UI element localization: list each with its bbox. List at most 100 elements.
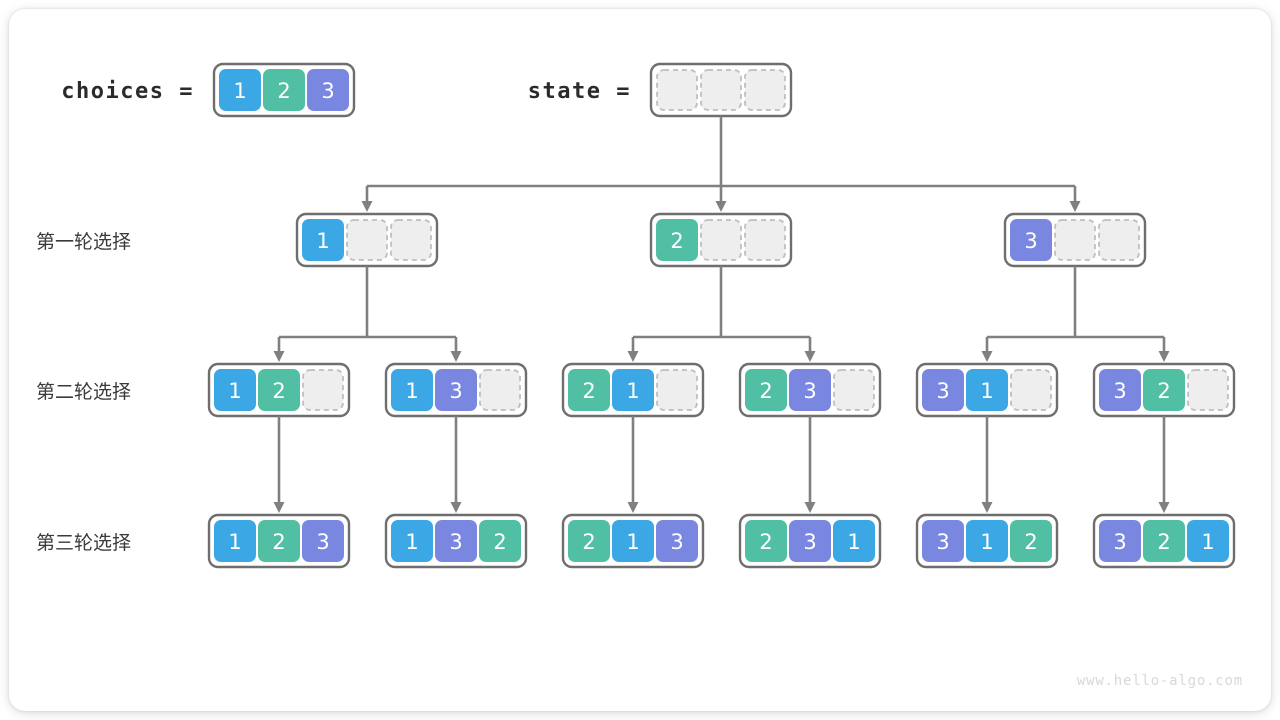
- state-array-cell-1-empty: [700, 69, 742, 111]
- level-1-node-3-cell-2-empty: [1098, 219, 1140, 261]
- row-label-1: 第一轮选择: [36, 231, 131, 253]
- level-3-node-2-cell-1-value: 3: [449, 530, 462, 554]
- level-3-node-2-cell-0-value: 1: [405, 530, 418, 554]
- level-2-node-2-cell-1-value: 3: [449, 379, 462, 403]
- level-2-node-4-cell-2-empty: [833, 369, 875, 411]
- choices-array-cell-0-value: 1: [233, 79, 246, 103]
- choices-array-cell-2-filled: [307, 69, 349, 111]
- level-2-node-6-cell-2-empty: [1187, 369, 1229, 411]
- level-1-node-1-cell-0-value: 1: [316, 229, 329, 253]
- level-3-node-6-cell-0-filled: [1099, 520, 1141, 562]
- level-3-node-3-cell-0-filled: [568, 520, 610, 562]
- level-2-node-4-cell-0-value: 2: [759, 379, 772, 403]
- level-3-node-2-cell-0-filled: [391, 520, 433, 562]
- level-1-node-2-cell-0-value: 2: [670, 229, 683, 253]
- level-3-node-1-cell-0-value: 1: [228, 530, 241, 554]
- level-3-node-4-cell-2-filled: [833, 520, 875, 562]
- level-3-node-6-cell-1-value: 2: [1157, 530, 1170, 554]
- level-2-node-3-cell-0-filled: [568, 369, 610, 411]
- level-2-node-3-cell-0-value: 2: [582, 379, 595, 403]
- level-1-node-2: 2: [649, 212, 793, 268]
- choices-array-cell-0-filled: [219, 69, 261, 111]
- level-3-node-3: 2 1 3: [561, 513, 705, 569]
- edge-l1-1-to-l2-2-head: [450, 351, 462, 362]
- level-3-node-6-cell-2-filled: [1187, 520, 1229, 562]
- level-2-node-2-cell-0-value: 1: [405, 379, 418, 403]
- edge-l1-2-to-l2-2-head: [804, 351, 816, 362]
- level-3-node-3-cell-1-filled: [612, 520, 654, 562]
- edge-l2-3-to-l3-head: [627, 502, 639, 513]
- level-3-node-6-cell-0-value: 3: [1113, 530, 1126, 554]
- state-array: [649, 62, 793, 118]
- level-1-node-3-cell-0-filled: [1010, 219, 1052, 261]
- edge-l2-2-to-l3-head: [450, 502, 462, 513]
- level-2-node-3-cell-2-empty: [656, 369, 698, 411]
- state-label: state =: [528, 79, 631, 104]
- level-3-node-3-cell-1-value: 1: [626, 530, 639, 554]
- edge-l1-2-to-l2-1-head: [627, 351, 639, 362]
- row-label-3: 第三轮选择: [36, 532, 131, 554]
- level-2-node-1-cell-1-filled: [258, 369, 300, 411]
- level-3-node-3-cell-2-value: 3: [670, 530, 683, 554]
- level-3-node-4-cell-2-value: 1: [847, 530, 860, 554]
- level-3-node-5-cell-2-value: 2: [1024, 530, 1037, 554]
- level-1-node-3-cell-0-value: 3: [1024, 229, 1037, 253]
- level-3-node-4-cell-1-value: 3: [803, 530, 816, 554]
- state-array-cell-0-empty: [656, 69, 698, 111]
- level-2-node-2-cell-0-filled: [391, 369, 433, 411]
- edge-l2-6-to-l3-head: [1158, 502, 1170, 513]
- level-2-node-3-cell-1-value: 1: [626, 379, 639, 403]
- level-3-node-3-cell-0-value: 2: [582, 530, 595, 554]
- level-1-node-2-cell-2-empty: [744, 219, 786, 261]
- level-2-node-4-cell-0-filled: [745, 369, 787, 411]
- level-3-node-2-cell-2-filled: [479, 520, 521, 562]
- level-3-node-1-cell-1-value: 2: [272, 530, 285, 554]
- level-2-node-3-cell-1-filled: [612, 369, 654, 411]
- level-2-node-6-cell-1-value: 2: [1157, 379, 1170, 403]
- level-2-node-6-cell-1-filled: [1143, 369, 1185, 411]
- level-1-node-1-cell-0-filled: [302, 219, 344, 261]
- level-1-node-3: 3: [1003, 212, 1147, 268]
- level-1-node-1: 1: [295, 212, 439, 268]
- edge-l2-5-to-l3-head: [981, 502, 993, 513]
- level-2-node-5-cell-1-filled: [966, 369, 1008, 411]
- level-3-node-3-cell-2-filled: [656, 520, 698, 562]
- level-1-node-2-cell-1-empty: [700, 219, 742, 261]
- level-3-node-5-cell-2-filled: [1010, 520, 1052, 562]
- edge-root-to-l1-2-head: [715, 201, 727, 212]
- level-2-node-2-cell-1-filled: [435, 369, 477, 411]
- level-2-node-2-cell-2-empty: [479, 369, 521, 411]
- level-1-node-3-cell-1-empty: [1054, 219, 1096, 261]
- level-1-node-1-cell-2-empty: [390, 219, 432, 261]
- level-2-node-5-cell-0-filled: [922, 369, 964, 411]
- level-3-node-4-cell-0-filled: [745, 520, 787, 562]
- level-2-node-1-cell-0-filled: [214, 369, 256, 411]
- level-2-node-6-cell-0-value: 3: [1113, 379, 1126, 403]
- level-3-node-5-cell-0-filled: [922, 520, 964, 562]
- edge-root-to-l1-3-head: [1069, 201, 1081, 212]
- edge-l2-4-to-l3-head: [804, 502, 816, 513]
- choices-array-cell-1-value: 2: [277, 79, 290, 103]
- level-2-node-5-cell-0-value: 3: [936, 379, 949, 403]
- edge-l1-1-to-l2-1-head: [273, 351, 285, 362]
- level-1-node-1-cell-1-empty: [346, 219, 388, 261]
- edge-l1-3-to-l2-2-head: [1158, 351, 1170, 362]
- edge-l2-1-to-l3-head: [273, 502, 285, 513]
- level-3-node-4-cell-1-filled: [789, 520, 831, 562]
- level-3-node-1-cell-2-filled: [302, 520, 344, 562]
- edge-root-to-l1-1-head: [361, 201, 373, 212]
- level-3-node-5-cell-1-value: 1: [980, 530, 993, 554]
- level-2-node-5-cell-2-empty: [1010, 369, 1052, 411]
- level-2-node-6-cell-0-filled: [1099, 369, 1141, 411]
